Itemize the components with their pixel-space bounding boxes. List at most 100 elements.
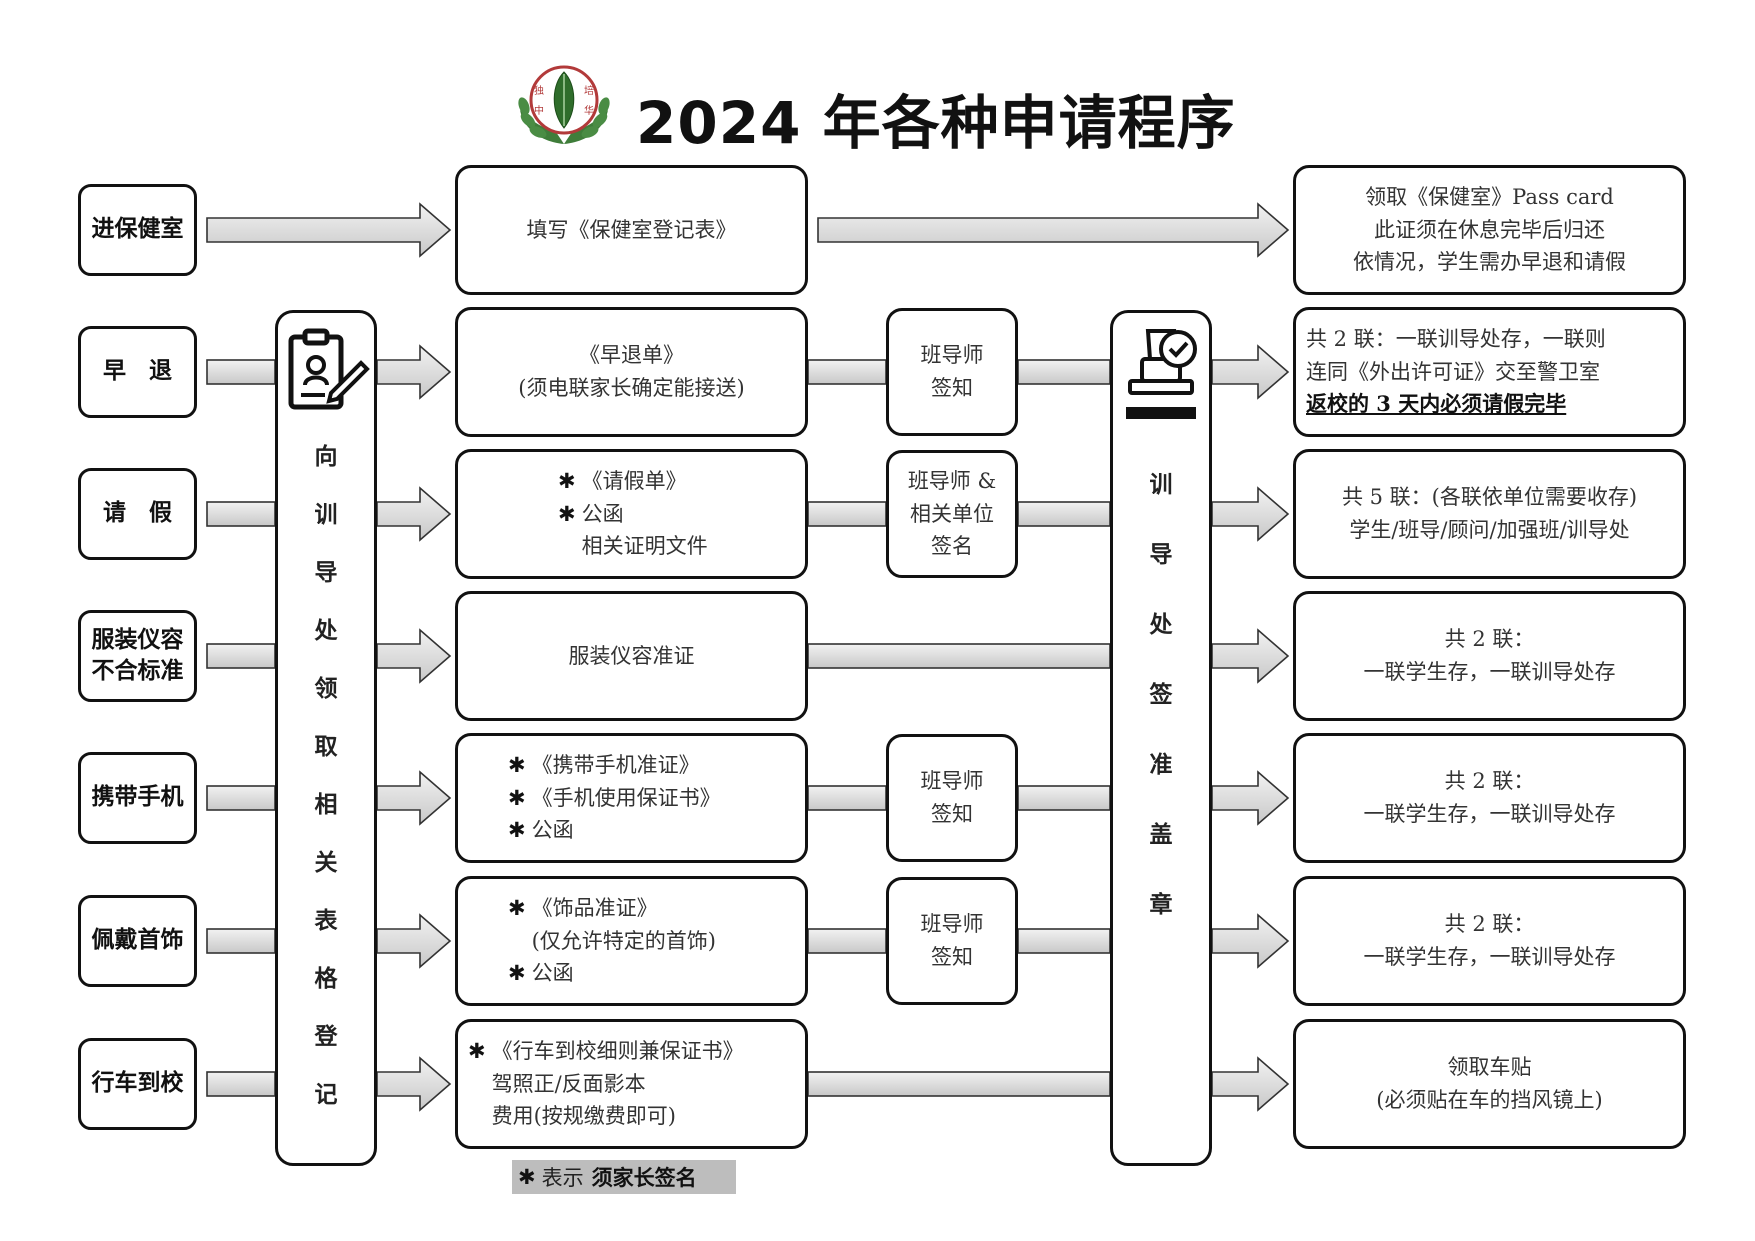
category-label: 佩戴首饰 bbox=[91, 927, 184, 954]
arrow-category-to-collect bbox=[206, 928, 276, 954]
category-box: 携带手机 bbox=[78, 752, 197, 844]
form-item-text: 《行车到校细则兼保证书》 bbox=[491, 1039, 744, 1064]
approve-char: 处 bbox=[1149, 612, 1173, 638]
result-text: 领取车贴 bbox=[1447, 1055, 1532, 1080]
arrow-collect-to-form bbox=[376, 628, 452, 684]
arrow-form-to-sign bbox=[807, 785, 887, 811]
arrow-approve-to-result bbox=[1211, 770, 1290, 826]
form-box: ✱《饰品准证》 ✱(仅允许特定的首饰)✱公函 bbox=[455, 876, 808, 1006]
result-text: (必须贴在车的挡风镜上) bbox=[1376, 1088, 1603, 1112]
star-icon: ✱ bbox=[558, 501, 576, 526]
form-item: ✱公函 bbox=[508, 957, 574, 990]
collect-char: 向 bbox=[314, 444, 338, 470]
category-label: 行车到校 bbox=[91, 1070, 184, 1097]
form-item-text: 公函 bbox=[581, 501, 624, 526]
result-box: 共 2 联：一联学生存，一联训导处存 bbox=[1293, 733, 1686, 863]
form-box: ✱《行车到校细则兼保证书》✱驾照正/反面影本✱费用(按规缴费即可) bbox=[455, 1019, 808, 1149]
result-text: 共 5 联：(各联依单位需要收存) bbox=[1341, 485, 1638, 510]
svg-text:独: 独 bbox=[534, 84, 544, 97]
arrow-form-to-approve bbox=[807, 1071, 1111, 1097]
arrow-collect-to-form bbox=[376, 1056, 452, 1112]
category-label: 携带手机 bbox=[91, 784, 184, 811]
result-box: 领取《保健室》Pass card 此证须在休息完毕后归还依情况，学生需办早退和请假 bbox=[1293, 165, 1686, 295]
category-label: 早 退 bbox=[103, 358, 172, 385]
category-box: 佩戴首饰 bbox=[78, 895, 197, 987]
signature-text: 班导师 bbox=[920, 343, 984, 368]
arrow-form-to-sign bbox=[807, 501, 887, 527]
category-label: 请 假 bbox=[103, 500, 172, 527]
star-icon: ✱ bbox=[468, 1039, 486, 1064]
category-box: 行车到校 bbox=[78, 1038, 197, 1130]
collect-char: 训 bbox=[314, 502, 338, 528]
arrow-form-to-sign bbox=[807, 928, 887, 954]
arrow-category-to-collect bbox=[206, 1071, 276, 1097]
form-item-text: 费用(按规缴费即可) bbox=[491, 1104, 676, 1129]
form-item-text: 《携带手机准证》 bbox=[531, 753, 700, 778]
arrow-collect-to-form bbox=[376, 344, 452, 400]
signature-text: 班导师 & bbox=[907, 469, 997, 494]
collect-forms-column: 向训导处领取相关表格登记 bbox=[275, 310, 377, 1166]
approval-column: 训导处签准盖章 bbox=[1110, 310, 1212, 1166]
arrow-approve-to-result bbox=[1211, 913, 1290, 969]
form-box: 《早退单》(须电联家长确定能接送) bbox=[455, 307, 808, 437]
svg-text:培: 培 bbox=[584, 84, 594, 97]
form-text: 填写《保健室登记表》 bbox=[526, 217, 737, 242]
approve-char: 盖 bbox=[1149, 822, 1173, 848]
legend-emphasis: 须家长签名 bbox=[591, 1165, 697, 1190]
arrow-approve-to-result bbox=[1211, 628, 1290, 684]
collect-char: 领 bbox=[314, 676, 338, 702]
result-text: 领取《保健室》Pass card bbox=[1365, 185, 1614, 210]
page-title: 2024 年各种申请程序 bbox=[636, 89, 1236, 157]
result-box: 共 2 联：一联学生存，一联训导处存 bbox=[1293, 591, 1686, 721]
form-item: ✱(仅允许特定的首饰) bbox=[508, 925, 716, 958]
form-box: 服装仪容准证 bbox=[455, 591, 808, 721]
form-item-text: 公函 bbox=[531, 818, 574, 843]
collect-char: 取 bbox=[314, 734, 338, 760]
arrow-collect-to-form bbox=[376, 486, 452, 542]
form-box: 填写《保健室登记表》 bbox=[455, 165, 808, 295]
legend: ✱ 表示 须家长签名 bbox=[512, 1160, 736, 1194]
form-item-text: 相关证明文件 bbox=[581, 534, 708, 559]
arrow-sign-to-approve bbox=[1017, 501, 1111, 527]
category-box: 进保健室 bbox=[78, 184, 197, 276]
result-text: 共 2 联： bbox=[1444, 627, 1535, 652]
category-label: 服装仪容 bbox=[91, 626, 184, 653]
category-box: 请 假 bbox=[78, 468, 197, 560]
collect-char: 关 bbox=[314, 850, 338, 876]
arrow-category-to-collect bbox=[206, 785, 276, 811]
star-icon: ✱ bbox=[508, 896, 526, 921]
form-text: (须电联家长确定能接送) bbox=[518, 376, 745, 400]
result-text: 依情况，学生需办早退和请假 bbox=[1353, 250, 1626, 275]
result-text: 学生/班导/顾问/加强班/训导处 bbox=[1349, 518, 1630, 542]
arrow-category-to-collect bbox=[206, 501, 276, 527]
result-text: 共 2 联： bbox=[1444, 769, 1535, 794]
form-item-text: (仅允许特定的首饰) bbox=[531, 928, 716, 953]
signature-box: 班导师签知 bbox=[886, 734, 1018, 862]
result-text: 共 2 联：一联训导处存，一联则 bbox=[1306, 327, 1606, 352]
signature-text: 班导师 bbox=[920, 769, 984, 794]
signature-box: 班导师签知 bbox=[886, 308, 1018, 436]
form-box: ✱《携带手机准证》✱《手机使用保证书》✱公函 bbox=[455, 733, 808, 863]
arrow-sign-to-approve bbox=[1017, 785, 1111, 811]
approval-stamp-icon bbox=[1126, 329, 1197, 419]
star-icon: ✱ bbox=[508, 785, 526, 810]
result-emphasis: 返校的 3 天内必须请假完毕 bbox=[1306, 391, 1567, 417]
arrow-approve-to-result bbox=[1211, 486, 1290, 542]
result-box: 共 2 联：一联训导处存，一联则连同《外出许可证》交至警卫室返校的 3 天内必须… bbox=[1293, 307, 1686, 437]
collect-char: 记 bbox=[314, 1082, 338, 1108]
arrow-form-to-sign bbox=[807, 359, 887, 385]
signature-box: 班导师签知 bbox=[886, 877, 1018, 1005]
form-item: ✱公函 bbox=[558, 498, 624, 531]
form-text: 服装仪容准证 bbox=[568, 643, 695, 668]
category-label: 进保健室 bbox=[91, 216, 184, 243]
result-text: 此证须在休息完毕后归还 bbox=[1374, 217, 1605, 242]
form-item-text: 《手机使用保证书》 bbox=[531, 785, 721, 810]
approve-char: 准 bbox=[1149, 752, 1173, 778]
school-emblem: 独 培 中 华 bbox=[518, 65, 610, 144]
category-box: 服装仪容不合标准 bbox=[78, 610, 197, 702]
form-item-text: 《饰品准证》 bbox=[531, 896, 658, 921]
arrow-collect-to-form bbox=[376, 770, 452, 826]
arrow-approve-to-result bbox=[1211, 344, 1290, 400]
form-item: ✱《请假单》 bbox=[558, 465, 687, 498]
